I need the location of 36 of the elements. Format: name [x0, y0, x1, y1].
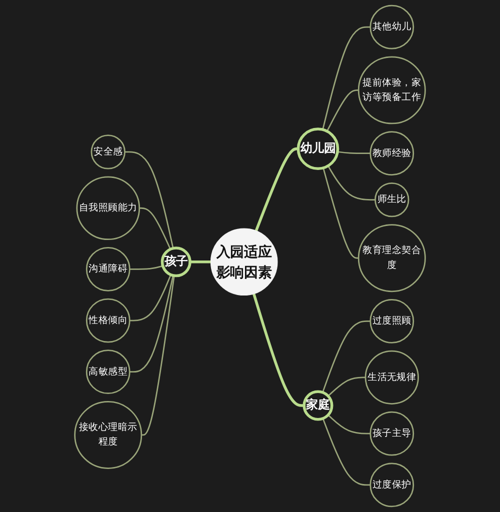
node-circle: 沟通障碍 — [86, 246, 130, 292]
connector — [254, 147, 298, 232]
node-circle: 提前体验，家访等预备工作 — [358, 56, 426, 124]
node-circle: 自我照顾能力 — [76, 176, 140, 240]
connector — [190, 260, 211, 264]
node-circle: 接收心理暗示程度 — [74, 401, 142, 469]
node-circle: 高敏感型 — [86, 350, 130, 394]
connector — [322, 168, 359, 259]
node-circle: 孩子主导 — [370, 411, 414, 456]
connector — [130, 274, 172, 322]
connector — [322, 418, 370, 486]
node-circle: 性格倾向 — [86, 298, 130, 343]
connector — [124, 151, 174, 248]
connector — [322, 26, 370, 130]
connector — [328, 414, 370, 434]
connector — [130, 275, 174, 373]
connector — [337, 151, 370, 154]
connector — [141, 276, 175, 436]
node-circle: 过度照顾 — [370, 299, 414, 344]
node-circle: 师生比 — [374, 182, 410, 218]
node-circle: 教师经验 — [370, 131, 414, 176]
node-circle: 生活无规律 — [364, 350, 419, 404]
node-circle: 教育理念契合度 — [358, 224, 426, 292]
node-circle: 家庭 — [302, 390, 334, 421]
node-circle: 幼儿园 — [296, 128, 340, 170]
connector — [328, 376, 366, 397]
node-circle: 孩子 — [160, 246, 192, 278]
node-circle: 过度保护 — [370, 462, 414, 508]
node-circle: 安全感 — [90, 134, 126, 170]
connector — [327, 165, 376, 200]
connector — [139, 207, 172, 250]
node-circle: 其他幼儿 — [370, 4, 414, 50]
node-circle: 入园适应影响因素 — [210, 228, 278, 296]
connector — [130, 265, 164, 270]
connector — [326, 90, 359, 132]
connector — [322, 320, 370, 393]
